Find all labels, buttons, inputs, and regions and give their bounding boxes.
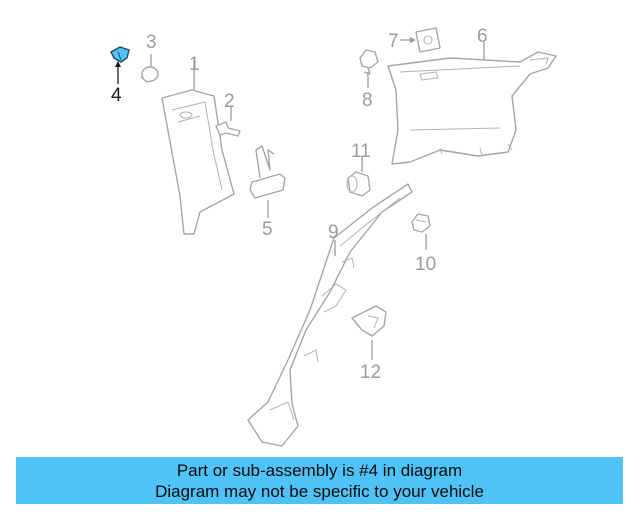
callout-11: 11 [351, 141, 371, 162]
part-3-clip[interactable] [140, 66, 159, 83]
callout-9: 9 [328, 222, 339, 243]
part-8-bolt[interactable] [359, 49, 379, 75]
callout-10: 10 [415, 254, 436, 275]
part-12-bracket[interactable] [351, 305, 387, 337]
part-5-handle[interactable] [249, 145, 286, 199]
part-4-clip[interactable] [110, 46, 130, 63]
banner-line-disclaimer: Diagram may not be specific to your vehi… [155, 482, 484, 501]
part-11-grommet[interactable] [346, 171, 371, 197]
callout-2: 2 [224, 91, 235, 112]
callout-7: 7 [388, 31, 399, 52]
callout-4: 4 [111, 85, 122, 106]
part-2-screw[interactable] [215, 121, 241, 137]
arrow-4 [115, 61, 121, 67]
callout-5: 5 [262, 219, 273, 240]
part-9-long-pillar-trim[interactable] [247, 183, 413, 447]
info-banner: Part or sub-assembly is #4 in diagram Di… [16, 457, 623, 504]
banner-line-part-number: Part or sub-assembly is #4 in diagram [176, 461, 463, 480]
callout-12: 12 [360, 362, 381, 383]
callout-3: 3 [146, 32, 157, 53]
part-10-bolt[interactable] [411, 213, 431, 233]
part-6-quarter-trim[interactable] [387, 51, 557, 165]
callout-1: 1 [189, 54, 200, 75]
callout-8: 8 [362, 90, 373, 111]
exploded-parts-diagram: 4 3 1 2 5 [110, 26, 557, 447]
part-7-bracket[interactable] [415, 27, 441, 53]
callout-6: 6 [477, 26, 488, 47]
arrow-7 [410, 37, 416, 43]
